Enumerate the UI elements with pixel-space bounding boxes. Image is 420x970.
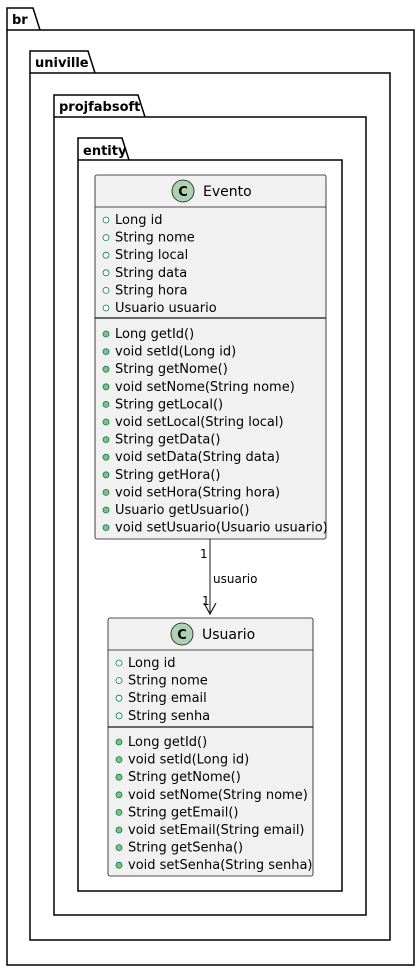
field-entry: String nome <box>115 231 195 246</box>
public-method-icon <box>115 809 123 816</box>
class-icon-usuario: C <box>170 622 194 646</box>
public-method-icon <box>115 861 123 869</box>
public-method-icon <box>102 488 110 496</box>
public-field-icon <box>102 269 110 277</box>
method-entry: void setNome(String nome) <box>115 380 295 395</box>
package-univille: univille <box>29 50 391 941</box>
field-entry: Long id <box>115 213 162 228</box>
association-evento-usuario: 1 usuario 1 <box>200 539 257 616</box>
package-name-br: br <box>12 13 28 28</box>
method-entry: void setId(Long id) <box>128 753 249 768</box>
public-method-icon <box>102 348 110 356</box>
public-method-icon <box>115 826 123 834</box>
method-entry: String getNome() <box>128 770 241 785</box>
package-name-projfabsoft: projfabsoft <box>59 100 140 115</box>
method-entry: String getHora() <box>115 468 220 483</box>
method-entry: String getSenha() <box>128 841 243 856</box>
public-method-icon <box>115 791 123 799</box>
public-method-icon <box>102 383 110 391</box>
public-method-icon <box>102 418 110 426</box>
method-entry: void setUsuario(Usuario usuario) <box>115 521 328 536</box>
public-method-icon <box>102 365 110 373</box>
multiplicity-source: 1 <box>200 547 208 561</box>
method-entry: void setId(Long id) <box>115 345 236 360</box>
public-method-icon <box>115 756 123 763</box>
public-field-icon <box>102 251 110 259</box>
class-name-evento: Evento <box>203 184 252 200</box>
public-method-icon <box>115 738 123 746</box>
public-method-icon <box>115 844 123 851</box>
method-entry: void setEmail(String email) <box>128 823 305 838</box>
association-label: usuario <box>213 572 257 586</box>
public-field-icon <box>115 677 123 684</box>
method-entry: Usuario getUsuario() <box>115 503 249 518</box>
method-entry: String getData() <box>115 433 220 448</box>
public-method-icon <box>102 524 110 531</box>
stereotype-letter: C <box>178 185 188 200</box>
method-entry: void setSenha(String senha) <box>128 858 313 873</box>
public-field-icon <box>115 712 123 720</box>
multiplicity-target: 1 <box>202 594 210 608</box>
stereotype-letter: C <box>177 628 187 643</box>
method-entry: void setHora(String hora) <box>115 485 280 500</box>
field-entry: String hora <box>115 283 187 298</box>
public-field-icon <box>102 216 110 224</box>
field-entry: String nome <box>128 674 208 689</box>
field-entry: String senha <box>128 709 210 724</box>
class-name-usuario: Usuario <box>202 627 255 643</box>
class-icon-evento: C <box>171 179 195 203</box>
method-entry: void setData(String data) <box>115 450 280 465</box>
public-method-icon <box>102 400 110 408</box>
field-entry: Long id <box>128 656 175 671</box>
method-entry: String getEmail() <box>128 805 239 820</box>
package-entity: entity <box>77 137 343 892</box>
method-entry: Long getId() <box>115 327 194 342</box>
method-entry: void setLocal(String local) <box>115 415 284 430</box>
package-name-univille: univille <box>35 56 89 71</box>
method-entry: Long getId() <box>128 735 207 750</box>
public-method-icon <box>115 773 123 781</box>
public-method-icon <box>102 471 110 479</box>
public-field-icon <box>115 659 123 667</box>
field-entry: String data <box>115 266 187 281</box>
package-name-entity: entity <box>83 144 127 159</box>
package-projfabsoft: projfabsoft <box>53 94 367 916</box>
public-method-icon <box>102 453 110 461</box>
public-field-icon <box>115 694 123 702</box>
public-method-icon <box>102 330 110 338</box>
public-field-icon <box>102 286 110 294</box>
public-method-icon <box>102 506 110 514</box>
public-field-icon <box>102 234 110 242</box>
arrow-head-icon <box>203 602 217 616</box>
field-entry: String local <box>115 248 188 263</box>
field-entry: Usuario usuario <box>115 301 217 316</box>
package-br: br <box>6 7 415 966</box>
method-entry: String getLocal() <box>115 397 223 412</box>
field-entry: String email <box>128 691 207 706</box>
method-entry: void setNome(String nome) <box>128 788 308 803</box>
evento-methods: Long getId() void setId(Long id) String ge… <box>102 327 328 536</box>
public-field-icon <box>102 304 110 312</box>
public-method-icon <box>102 436 110 444</box>
method-entry: String getNome() <box>115 362 228 377</box>
usuario-methods: Long getId() void setId(Long id) String ge… <box>115 735 313 873</box>
